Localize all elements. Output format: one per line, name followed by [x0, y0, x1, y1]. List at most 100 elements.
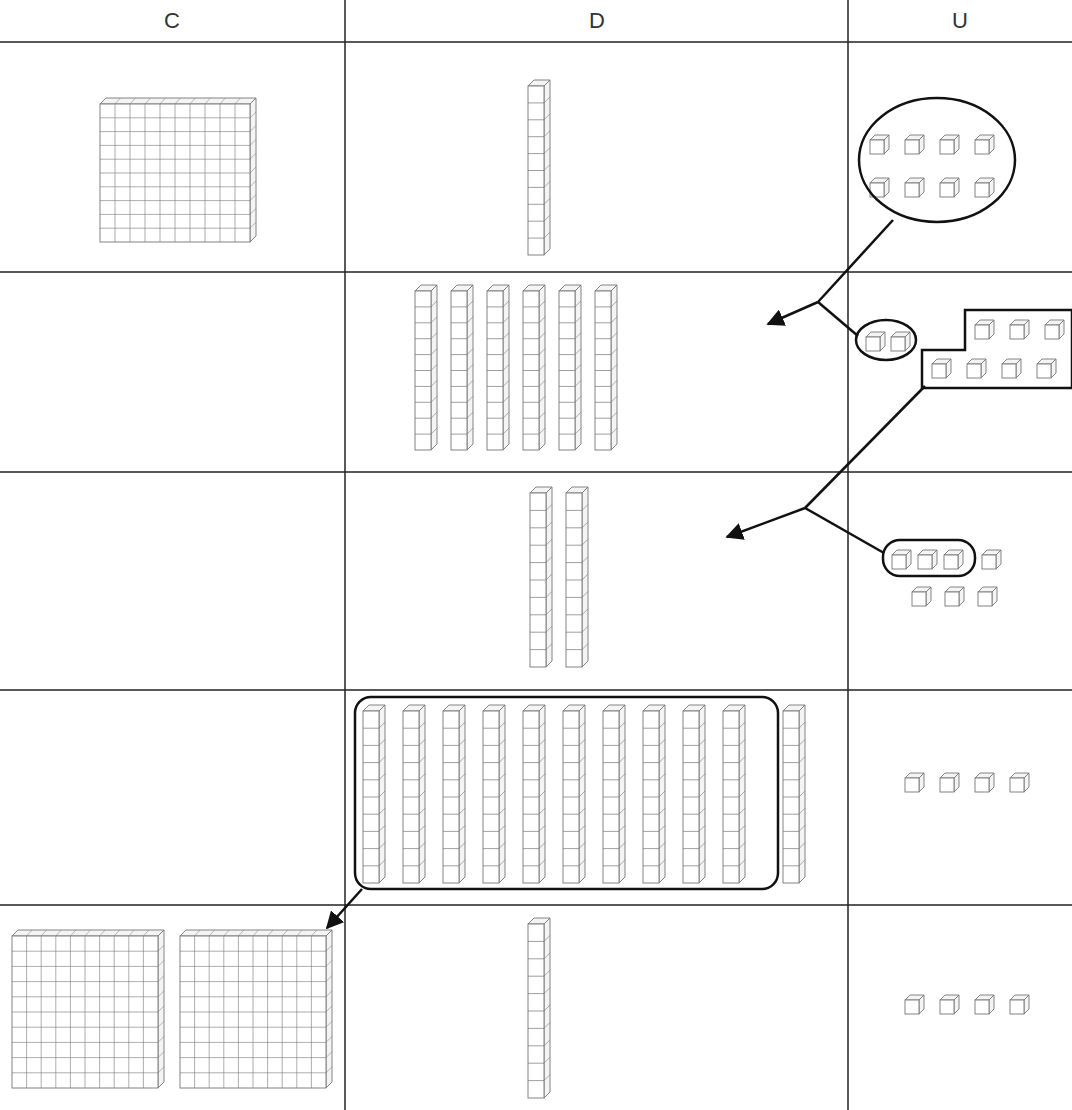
ten-rod: [403, 831, 419, 832]
ten-rod: [643, 779, 659, 780]
unit-cube: [912, 592, 926, 606]
hundred-flat: [128, 936, 129, 1088]
ten-rod: [643, 745, 659, 746]
ten-rod: [528, 1045, 544, 1046]
ten-rod: [499, 739, 505, 745]
ten-rod: [459, 808, 465, 814]
ten-rod: [595, 434, 611, 435]
ten-rod: [539, 757, 545, 763]
ten-rod: [595, 306, 611, 307]
ten-rod: [528, 941, 544, 942]
hundred-flat: [220, 98, 225, 104]
ten-rod: [683, 711, 699, 883]
ten-rod: [443, 779, 459, 780]
hundred-flat: [220, 104, 221, 242]
ten-rod: [539, 860, 545, 866]
ten-rod: [739, 825, 745, 831]
ten-rod: [487, 418, 503, 419]
ten-rod: [499, 705, 505, 883]
hundred-flat: [180, 936, 326, 1088]
ten-rod: [528, 924, 544, 1098]
ten-rod: [563, 814, 579, 815]
hundred-flat: [27, 930, 32, 936]
ten-rod: [487, 338, 503, 339]
ten-rod: [539, 825, 545, 831]
ten-rod: [499, 791, 505, 797]
unit-cube: [940, 183, 954, 197]
hundred-flat: [100, 200, 250, 201]
ten-rod: [539, 412, 545, 418]
hundred-flat: [41, 930, 46, 936]
ten-rod: [683, 779, 699, 780]
ten-rod: [544, 198, 550, 204]
ten-rod: [487, 386, 503, 387]
ten-rod: [783, 814, 799, 815]
ten-rod: [483, 779, 499, 780]
ten-rod: [683, 865, 699, 866]
hundred-flat: [238, 930, 243, 936]
ten-rod: [503, 333, 509, 339]
ten-rod: [566, 527, 582, 528]
hundred-flat: [180, 930, 332, 936]
ten-rod: [546, 591, 552, 597]
ten-rod: [483, 745, 499, 746]
ten-rod: [611, 428, 617, 434]
unit-cube: [982, 555, 996, 569]
ten-rod: [546, 557, 552, 563]
ten-rod: [544, 1005, 550, 1011]
unit-cube: [989, 995, 994, 1014]
ten-rod: [487, 402, 503, 403]
ten-rod: [528, 958, 544, 959]
ten-rod: [528, 1028, 544, 1029]
ten-rod: [619, 843, 625, 849]
ten-rod: [363, 814, 379, 815]
ten-rod: [539, 428, 545, 434]
ten-rod: [467, 333, 473, 339]
ten-rod: [499, 860, 505, 866]
ten-rod: [415, 434, 431, 435]
ten-rod: [603, 745, 619, 746]
unit-cube: [989, 135, 994, 154]
unit-cube: [1024, 320, 1029, 339]
ten-rod: [363, 711, 379, 883]
hundred-flat: [205, 104, 206, 242]
ten-rod: [523, 291, 539, 450]
ten-rod: [503, 301, 509, 307]
ten-rod: [566, 597, 582, 598]
ten-rod: [523, 745, 539, 746]
ten-rod: [799, 808, 805, 814]
ten-rod: [566, 649, 582, 650]
ten-rod: [643, 865, 659, 866]
unit-cube: [866, 337, 880, 351]
hundred-flat: [12, 1057, 158, 1058]
hundred-flat: [326, 1006, 332, 1012]
ten-rod: [483, 797, 499, 798]
ten-rod: [563, 848, 579, 849]
ten-rod: [451, 370, 467, 371]
hundred-flat: [158, 945, 164, 951]
ten-rod: [503, 396, 509, 402]
column-header: D: [589, 8, 605, 34]
ten-rod: [603, 865, 619, 866]
ten-rod: [659, 757, 665, 763]
hundred-flat: [12, 1012, 158, 1013]
hundred-flat: [145, 98, 150, 104]
ten-rod: [503, 380, 509, 386]
ten-rod: [530, 632, 546, 633]
ten-rod: [544, 988, 550, 994]
ten-rod: [699, 860, 705, 866]
unit-cube: [1037, 364, 1051, 378]
ten-rod: [611, 285, 617, 450]
ten-rod: [595, 418, 611, 419]
ten-rod: [579, 843, 585, 849]
ten-rod: [559, 386, 575, 387]
ten-rod: [563, 797, 579, 798]
ten-rod: [611, 317, 617, 323]
ten-rod: [503, 365, 509, 371]
ten-rod: [799, 705, 805, 883]
hundred-flat: [180, 1012, 326, 1013]
ten-rod: [723, 865, 739, 866]
ten-rod: [544, 918, 550, 1098]
